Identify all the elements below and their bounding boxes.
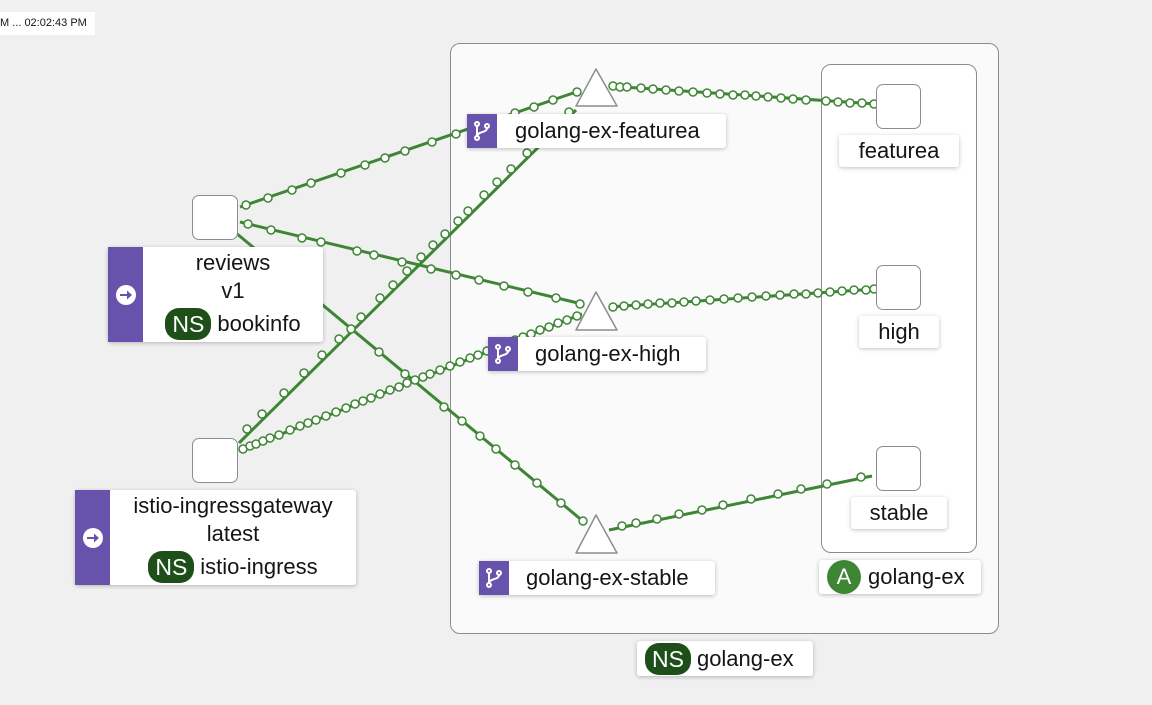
namespace-group-name: golang-ex [696, 645, 794, 671]
app-group-name: golang-ex [868, 564, 965, 589]
service-node-featurea [575, 68, 618, 107]
edge-stable-version [608, 474, 873, 532]
namespace-name: bookinfo [217, 311, 301, 336]
version-label-stable: stable [851, 497, 947, 529]
app-group-label: A golang-ex [819, 560, 981, 594]
arrow-circle-right-icon [108, 247, 143, 342]
workload-label-reviews: reviews v1 NS bookinfo [108, 247, 323, 342]
namespace-badge: NS [645, 642, 691, 675]
code-branch-icon [467, 114, 497, 148]
service-label-stable: golang-ex-stable [479, 561, 715, 595]
service-name: golang-ex-high [535, 341, 681, 366]
workload-node-ingress[interactable] [192, 438, 238, 483]
service-name: golang-ex-featurea [515, 118, 700, 143]
workload-name: istio-ingressgateway [133, 493, 333, 518]
app-badge: A [827, 560, 861, 594]
edge-ingress-featurea [237, 108, 578, 445]
version-node-featurea[interactable] [876, 84, 921, 129]
namespace-group-label: NS golang-ex [637, 641, 813, 676]
namespace-name: istio-ingress [200, 554, 318, 579]
workload-version: v1 [221, 278, 245, 303]
service-label-high: golang-ex-high [488, 337, 706, 371]
service-name: golang-ex-stable [526, 565, 689, 590]
code-branch-icon [488, 337, 518, 371]
service-node-stable [575, 514, 618, 554]
version-label-high: high [859, 316, 939, 348]
workload-name: reviews [195, 250, 271, 275]
workload-label-ingress: istio-ingressgateway latest NS istio-ing… [75, 490, 356, 585]
version-node-stable[interactable] [876, 446, 921, 491]
arrow-circle-right-icon [75, 490, 110, 585]
namespace-badge: NS [165, 308, 212, 340]
namespace-badge: NS [148, 551, 195, 583]
service-node-high [575, 291, 618, 331]
edge-reviews-featurea [239, 89, 580, 209]
workload-version: latest [206, 521, 260, 546]
graph-timestamp: M ... 02:02:43 PM [0, 12, 95, 35]
workload-node-reviews[interactable] [192, 195, 238, 240]
version-label-featurea: featurea [839, 135, 959, 167]
version-node-high[interactable] [876, 265, 921, 310]
service-label-featurea: golang-ex-featurea [467, 114, 726, 148]
code-branch-icon [479, 561, 509, 595]
